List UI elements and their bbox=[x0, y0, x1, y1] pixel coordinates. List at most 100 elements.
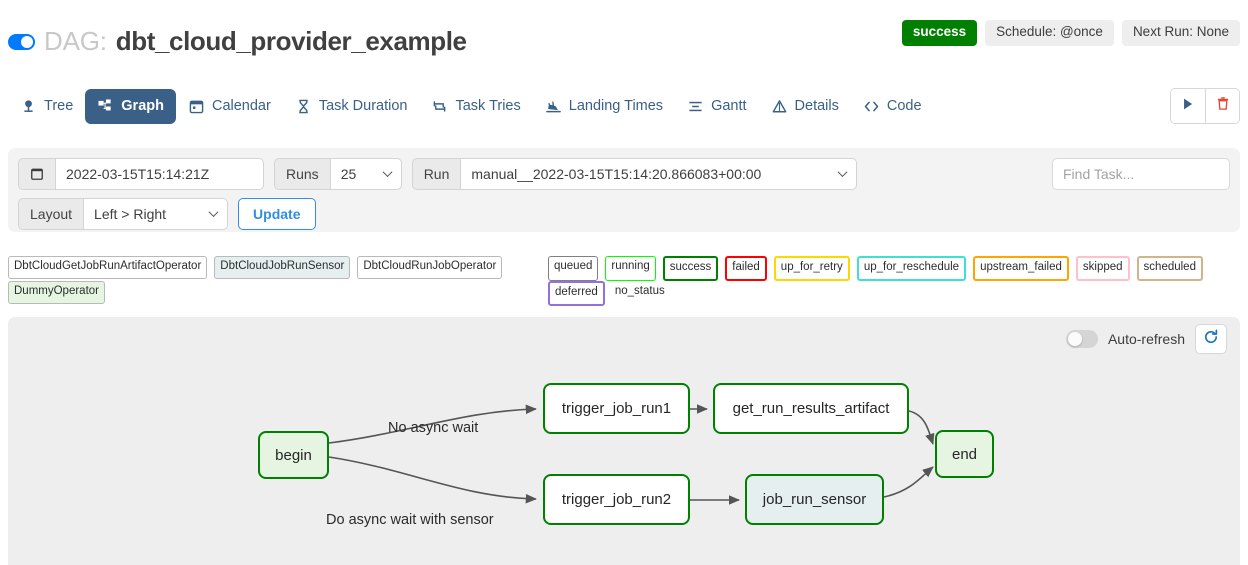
edge-label-no-async-wait: No async wait bbox=[388, 420, 479, 436]
graph-node-job-run-sensor[interactable]: job_run_sensor bbox=[745, 474, 884, 525]
header-badges: success Schedule: @once Next Run: None bbox=[901, 20, 1240, 46]
plane-landing-icon bbox=[545, 98, 562, 115]
state-legend-item-deferred[interactable]: deferred bbox=[548, 281, 605, 306]
tree-icon bbox=[20, 98, 37, 115]
warning-triangle-icon bbox=[771, 98, 788, 115]
state-legend-item-queued[interactable]: queued bbox=[548, 256, 599, 281]
graph-node-get-run-results-artifact[interactable]: get_run_results_artifact bbox=[713, 383, 909, 434]
run-select-value: manual__2022-03-15T15:14:20.866083+00:00 bbox=[471, 166, 762, 182]
tab-task-duration[interactable]: Task Duration bbox=[283, 89, 420, 124]
refresh-button[interactable] bbox=[1195, 324, 1227, 354]
graph-edges bbox=[328, 404, 935, 505]
chevron-down-icon bbox=[210, 210, 218, 218]
state-legend-item-upstream-failed[interactable]: upstream_failed bbox=[973, 256, 1069, 281]
state-legend-item-up-for-retry[interactable]: up_for_retry bbox=[773, 256, 850, 281]
tab-details-label: Details bbox=[794, 98, 839, 114]
gantt-icon bbox=[687, 98, 704, 115]
edge-sensor-end bbox=[883, 466, 934, 498]
graph-panel: Auto-refresh bbox=[8, 317, 1240, 565]
graph-canvas[interactable]: begin trigger_job_run1 get_run_results_a… bbox=[8, 317, 1240, 565]
operator-legend: DbtCloudGetJobRunArtifactOperator DbtClo… bbox=[8, 256, 509, 279]
layout-select-value: Left > Right bbox=[94, 206, 167, 222]
graph-node-begin[interactable]: begin bbox=[258, 431, 329, 479]
code-icon bbox=[863, 98, 880, 115]
tab-calendar[interactable]: Calendar bbox=[176, 89, 283, 124]
chevron-down-icon bbox=[384, 170, 392, 178]
operator-legend-item[interactable]: DbtCloudGetJobRunArtifactOperator bbox=[8, 256, 208, 279]
layout-label: Layout bbox=[18, 198, 84, 230]
trigger-dag-button[interactable] bbox=[1171, 89, 1205, 123]
chevron-down-icon bbox=[839, 170, 847, 178]
base-date-group: 2022-03-15T15:14:21Z bbox=[18, 158, 264, 190]
graph-node-end[interactable]: end bbox=[935, 430, 994, 478]
operator-legend-item[interactable]: DummyOperator bbox=[8, 281, 105, 304]
dag-pause-toggle[interactable] bbox=[8, 33, 35, 50]
state-legend-item-no-status[interactable]: no_status bbox=[614, 285, 665, 297]
filter-row-1: 2022-03-15T15:14:21Z Runs 25 Run manual_… bbox=[18, 158, 1230, 190]
run-select[interactable]: manual__2022-03-15T15:14:20.866083+00:00 bbox=[460, 158, 858, 190]
state-legend-item-skipped[interactable]: skipped bbox=[1075, 256, 1130, 281]
graph-node-trigger-job-run1[interactable]: trigger_job_run1 bbox=[543, 383, 690, 434]
hourglass-icon bbox=[295, 98, 312, 115]
filter-toolbar: 2022-03-15T15:14:21Z Runs 25 Run manual_… bbox=[8, 148, 1240, 232]
run-group: Run manual__2022-03-15T15:14:20.866083+0… bbox=[411, 158, 858, 190]
view-tabs: Tree Graph Calendar bbox=[0, 82, 1248, 130]
state-legend-item-scheduled[interactable]: scheduled bbox=[1136, 256, 1203, 281]
state-legend-item-failed[interactable]: failed bbox=[725, 256, 767, 281]
state-legend-item-running[interactable]: running bbox=[605, 256, 656, 281]
dag-label: DAG: bbox=[44, 26, 107, 56]
play-icon bbox=[1181, 97, 1195, 116]
edge-artifact-end bbox=[908, 410, 935, 445]
tab-gantt[interactable]: Gantt bbox=[675, 89, 758, 124]
runs-select[interactable]: 25 bbox=[329, 158, 402, 190]
dag-action-buttons bbox=[1170, 88, 1240, 124]
tab-details[interactable]: Details bbox=[759, 89, 851, 124]
tab-code-label: Code bbox=[886, 98, 922, 114]
state-legend-item-up-for-reschedule[interactable]: up_for_reschedule bbox=[856, 256, 967, 281]
tab-code[interactable]: Code bbox=[851, 89, 934, 124]
tab-graph[interactable]: Graph bbox=[85, 88, 176, 124]
tab-graph-label: Graph bbox=[121, 98, 164, 114]
state-legend-item-success[interactable]: success bbox=[662, 256, 719, 281]
page-header: DAG: dbt_cloud_provider_example success … bbox=[0, 0, 1248, 68]
graph-node-trigger-job-run2[interactable]: trigger_job_run2 bbox=[543, 474, 690, 525]
next-run-badge: Next Run: None bbox=[1121, 20, 1240, 46]
tab-task-tries[interactable]: Task Tries bbox=[419, 89, 532, 124]
page-title: dbt_cloud_provider_example bbox=[115, 26, 467, 56]
tab-tree-label: Tree bbox=[44, 98, 74, 114]
delete-dag-button[interactable] bbox=[1205, 89, 1239, 123]
tab-landing-times-label: Landing Times bbox=[568, 98, 664, 114]
tab-task-tries-label: Task Tries bbox=[455, 98, 521, 114]
dag-title-row: DAG: dbt_cloud_provider_example bbox=[8, 26, 467, 57]
calendar-icon bbox=[188, 98, 205, 115]
legend-rows: DbtCloudGetJobRunArtifactOperator DbtClo… bbox=[0, 256, 1248, 306]
find-task-input[interactable] bbox=[1052, 158, 1230, 190]
tab-landing-times[interactable]: Landing Times bbox=[533, 89, 675, 124]
status-badge: success bbox=[901, 20, 978, 46]
graph-icon bbox=[97, 98, 114, 115]
runs-label: Runs bbox=[274, 158, 330, 190]
tab-calendar-label: Calendar bbox=[211, 98, 271, 114]
runs-select-value: 25 bbox=[340, 166, 357, 182]
update-button[interactable]: Update bbox=[238, 198, 316, 230]
trash-icon bbox=[1216, 96, 1230, 116]
operator-legend-item[interactable]: DbtCloudRunJobOperator bbox=[357, 256, 503, 279]
edge-begin-trigger1 bbox=[328, 404, 537, 444]
calendar-icon[interactable] bbox=[18, 158, 55, 190]
state-legend-wrap: deferred no_status bbox=[548, 281, 678, 306]
schedule-badge: Schedule: @once bbox=[985, 20, 1114, 46]
tab-tree[interactable]: Tree bbox=[8, 89, 85, 124]
auto-refresh-toggle[interactable] bbox=[1065, 330, 1098, 348]
runs-group: Runs 25 bbox=[274, 158, 402, 190]
auto-refresh-label: Auto-refresh bbox=[1107, 331, 1185, 347]
edge-label-do-async-wait-with-sensor: Do async wait with sensor bbox=[326, 512, 494, 528]
legend-area: DbtCloudGetJobRunArtifactOperator DbtClo… bbox=[0, 256, 1248, 306]
run-label: Run bbox=[411, 158, 461, 190]
retry-icon bbox=[431, 98, 448, 115]
base-date-input[interactable]: 2022-03-15T15:14:21Z bbox=[55, 158, 264, 190]
edge-begin-trigger2 bbox=[328, 456, 537, 504]
filter-row-2: Layout Left > Right Update bbox=[18, 198, 1230, 230]
layout-select[interactable]: Left > Right bbox=[83, 198, 229, 230]
operator-legend-item[interactable]: DbtCloudJobRunSensor bbox=[214, 256, 351, 279]
